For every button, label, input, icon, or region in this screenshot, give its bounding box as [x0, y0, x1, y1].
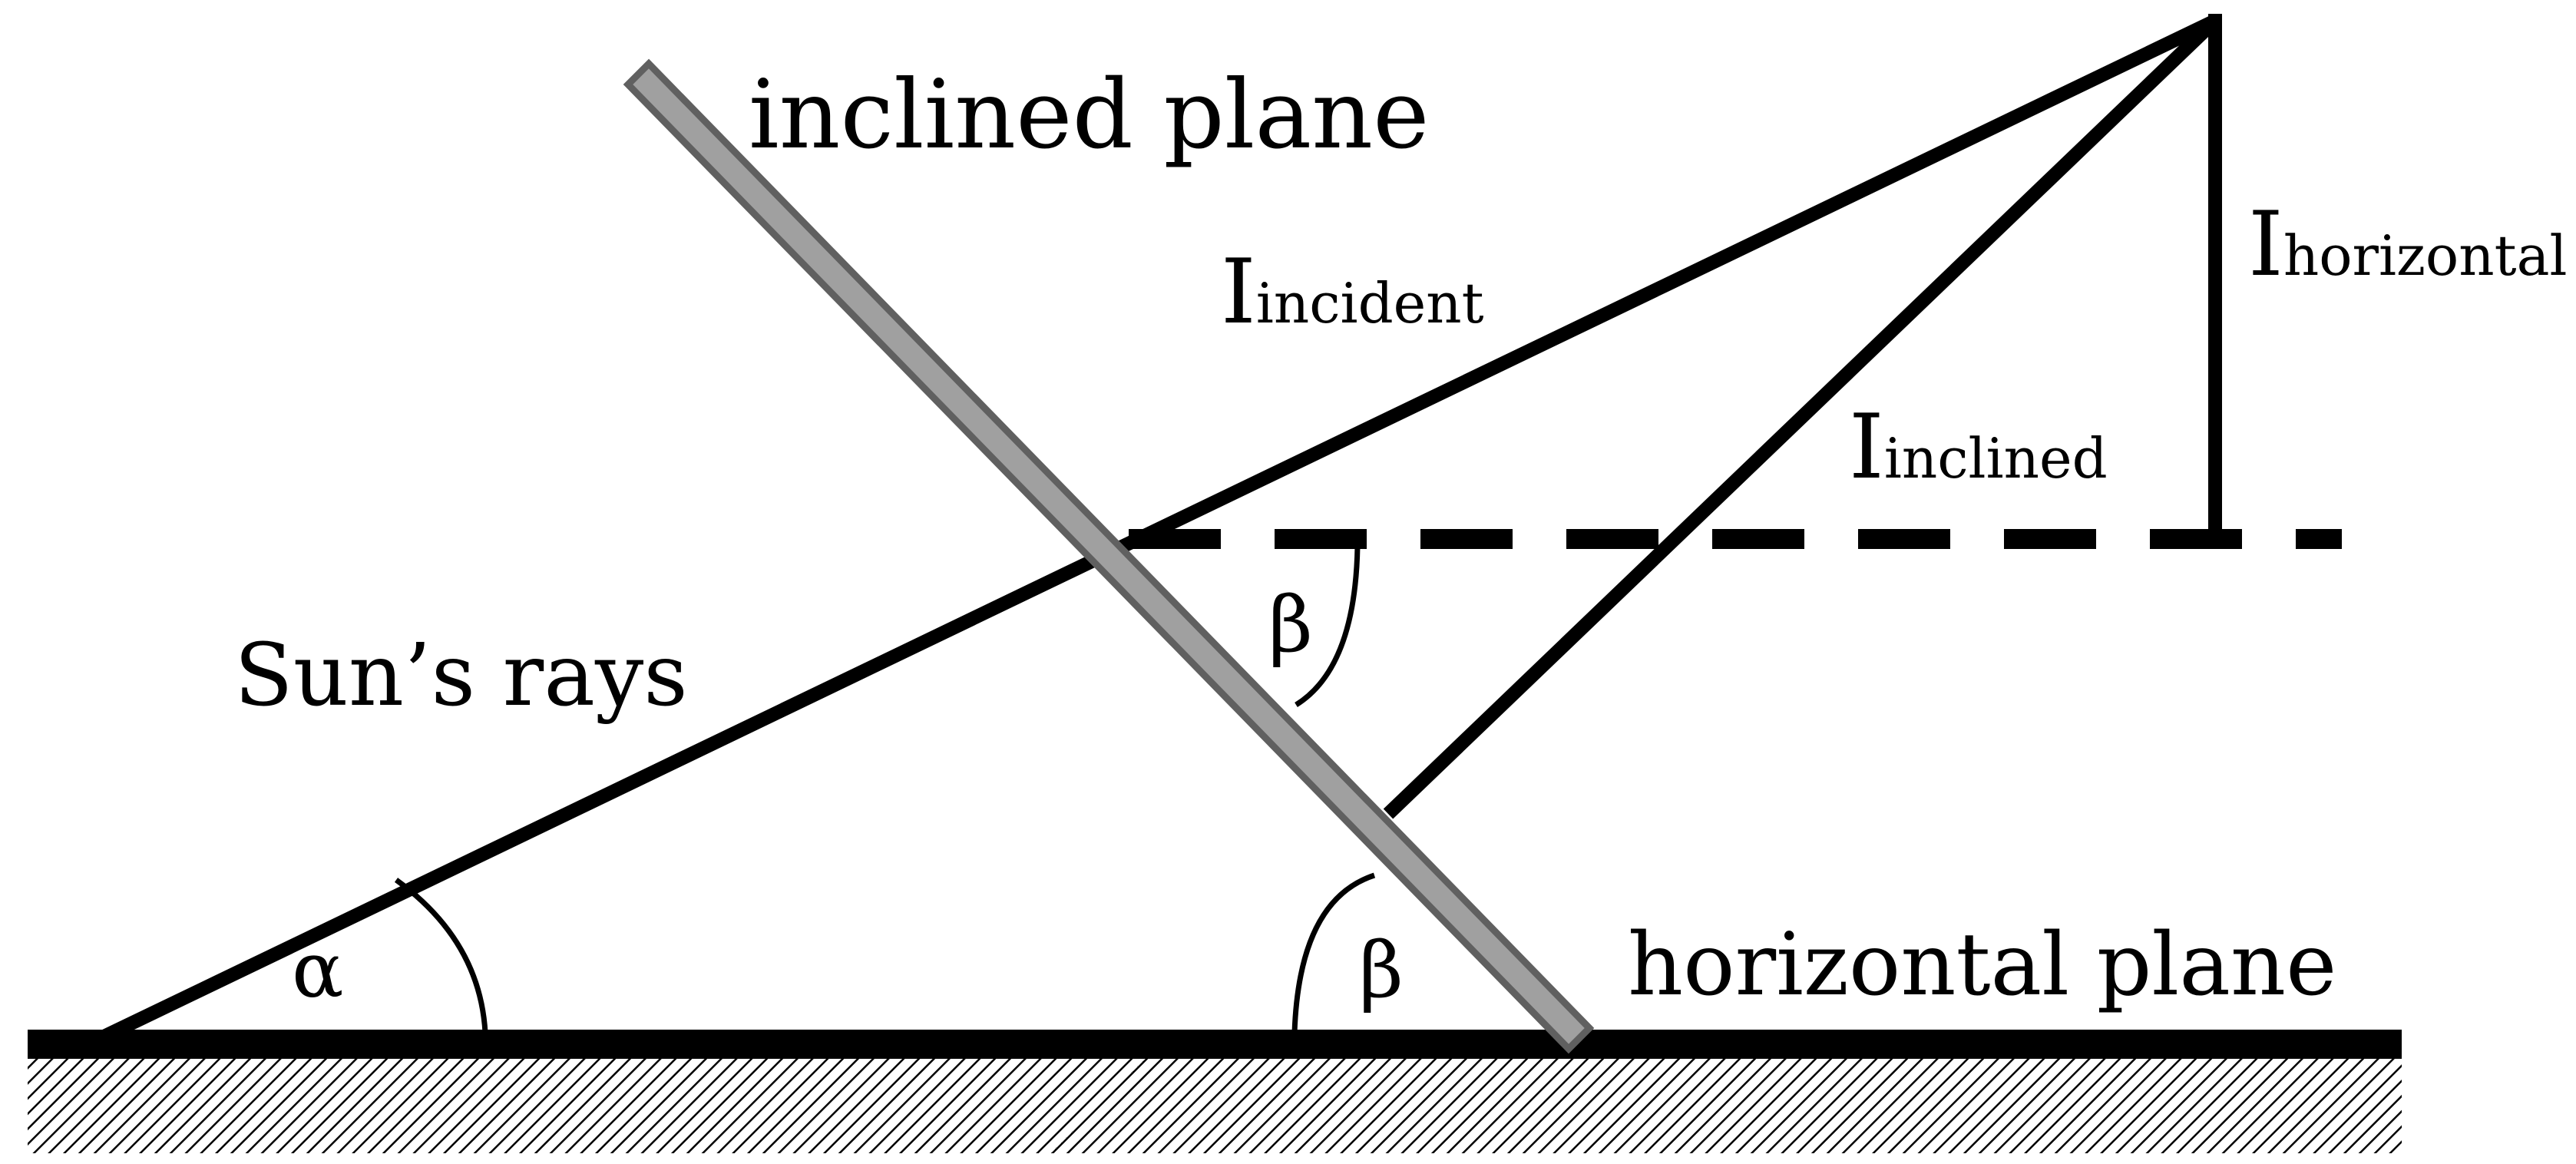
horizontal-plane-label: horizontal plane [1628, 915, 2336, 1015]
alpha-arc [394, 878, 488, 1033]
beta-arc-bottom [1291, 872, 1376, 1033]
alpha-label: α [292, 925, 344, 1015]
i-horizontal-sub: horizontal [2283, 223, 2568, 288]
inclined-plane-bar [623, 58, 1595, 1054]
i-inclined-line [1383, 15, 2221, 819]
beta-label-bottom: β [1359, 925, 1404, 1015]
suns-rays-label: Sun’s rays [234, 626, 688, 726]
beta-arc-top [1295, 546, 1361, 707]
beta-label-top: β [1268, 580, 1313, 670]
i-incident-main: I [1221, 240, 1256, 344]
i-inclined-sub: inclined [1884, 426, 2108, 491]
i-horizontal-label: Ihorizontal [2248, 193, 2568, 296]
i-incident-sub: incident [1256, 271, 1484, 336]
i-horizontal-main: I [2248, 193, 2283, 296]
ground-hatch [28, 1052, 2402, 1153]
i-inclined-main: I [1849, 395, 1884, 499]
i-inclined-label: Iinclined [1849, 395, 2108, 499]
inclined-plane-label: inclined plane [749, 60, 1430, 170]
i-incident-label: Iincident [1221, 240, 1484, 344]
horizontal-plane-line [28, 1030, 2402, 1059]
